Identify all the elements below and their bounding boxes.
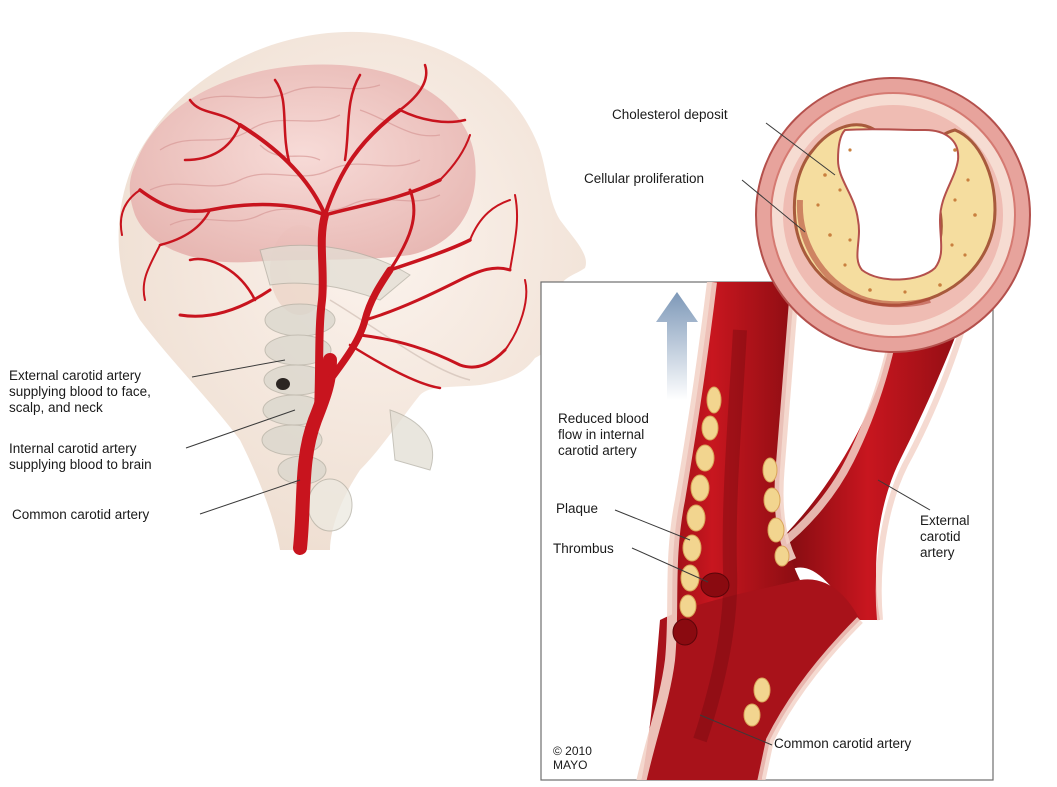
head-illustration (119, 32, 586, 550)
reduced-blood-flow-label: Reduced blood flow in internal carotid a… (558, 411, 649, 459)
thrombus-label: Thrombus (553, 541, 614, 557)
vertebra-foramen (276, 378, 290, 390)
thrombus-clot-2 (673, 619, 697, 645)
cholesterol-deposit-label: Cholesterol deposit (612, 107, 728, 123)
plaque-label: Plaque (556, 501, 598, 517)
brain (130, 65, 476, 263)
common-carotid-head-label: Common carotid artery (12, 507, 149, 523)
internal-carotid-head-label: Internal carotid artery supplying blood … (9, 441, 152, 473)
common-carotid-inset-label: Common carotid artery (774, 736, 911, 752)
external-carotid-inset-label: External carotid artery (920, 513, 970, 561)
external-carotid-head-label: External carotid artery supplying blood … (9, 368, 151, 416)
thrombus-clot (701, 573, 729, 597)
cellular-proliferation-label: Cellular proliferation (584, 171, 704, 187)
copyright-label: © 2010 MAYO (553, 744, 592, 772)
